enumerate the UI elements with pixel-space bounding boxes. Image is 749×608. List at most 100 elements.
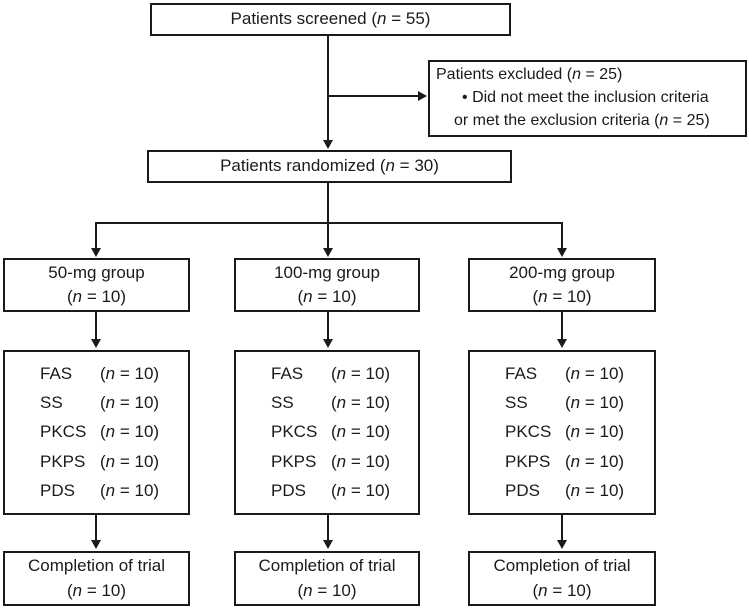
arrowhead-icon: [91, 339, 101, 348]
n-symbol: n: [303, 580, 313, 600]
box-completion-100mg: Completion of trial (n = 10): [234, 551, 420, 606]
n-symbol: n: [105, 422, 116, 442]
n-symbol: n: [72, 580, 83, 600]
analysis-set-label: PKPS: [271, 451, 317, 471]
screened-text: Patients screened (n = 55): [231, 7, 431, 31]
analysis-set-label: PKPS: [40, 451, 86, 471]
n-count: (n = 10): [100, 451, 160, 471]
bullet-icon: •: [462, 89, 468, 107]
n-count: (n = 10): [331, 393, 391, 413]
randomized-text: Patients randomized (n = 30): [220, 154, 439, 178]
excluded-reason-line2: or met the exclusion criteria (n = 25): [454, 111, 710, 129]
n-symbol: n: [336, 393, 347, 413]
analysis-set-row: PKPS (n = 10): [40, 450, 184, 474]
n-count: (n = 10): [297, 580, 357, 600]
arrowhead-icon: [418, 91, 427, 101]
analysis-set-label: SS: [505, 393, 528, 413]
analysis-set-row: FAS (n = 10): [40, 362, 184, 386]
completion-label: Completion of trial: [27, 556, 165, 576]
analysis-set-row: SS (n = 10): [271, 391, 414, 415]
analysis-set-row: FAS (n = 10): [271, 362, 414, 386]
n-count: (n = 10): [100, 393, 160, 413]
n-symbol: n: [572, 66, 581, 84]
arrowhead-icon: [557, 248, 567, 257]
analysis-set-row: PDS (n = 10): [40, 479, 184, 503]
box-completion-200mg: Completion of trial (n = 10): [468, 551, 656, 606]
analysis-set-row: FAS (n = 10): [505, 362, 650, 386]
n-count: (n = 10): [66, 287, 127, 306]
box-patients-randomized: Patients randomized (n = 30): [147, 150, 512, 183]
n-symbol: n: [538, 287, 548, 306]
group-label: 200-mg group: [509, 262, 615, 282]
analysis-set-row: PKPS (n = 10): [271, 450, 414, 474]
n-symbol: n: [385, 156, 395, 176]
analysis-set-label: FAS: [40, 364, 73, 384]
arrowhead-icon: [557, 540, 567, 549]
analysis-set-row: PKCS (n = 10): [40, 420, 184, 444]
n-count: (n = 10): [331, 451, 391, 471]
n-count: (n = 10): [100, 364, 160, 384]
n-count: (n = 25): [654, 111, 710, 129]
excluded-reason-line1: • Did not meet the inclusion criteria: [462, 89, 709, 107]
n-count: (n = 25): [566, 66, 623, 84]
screened-label: Patients screened: [230, 9, 367, 29]
analysis-set-label: PKCS: [505, 422, 552, 442]
n-symbol: n: [303, 287, 313, 306]
excluded-title: Patients excluded (n = 25): [436, 64, 622, 87]
analysis-set-row: PDS (n = 10): [505, 479, 650, 503]
box-group-50mg: 50-mg group (n = 10): [3, 258, 190, 312]
completion-label: Completion of trial: [493, 556, 631, 576]
n-count: (n = 10): [565, 364, 625, 384]
n-count: (n = 55): [371, 9, 431, 29]
box-group-200mg: 200-mg group (n = 10): [468, 258, 656, 312]
box-completion-50mg: Completion of trial (n = 10): [3, 551, 190, 606]
n-symbol: n: [336, 480, 347, 500]
analysis-set-row: SS (n = 10): [40, 391, 184, 415]
completion-label: Completion of trial: [258, 556, 396, 576]
n-count: (n = 10): [532, 580, 592, 600]
arrowhead-icon: [557, 339, 567, 348]
analysis-set-label: FAS: [271, 364, 304, 384]
n-symbol: n: [105, 451, 116, 471]
n-count: (n = 10): [100, 480, 160, 500]
n-count: (n = 10): [331, 422, 391, 442]
analysis-set-label: PKCS: [40, 422, 87, 442]
analysis-set-label: SS: [271, 393, 294, 413]
box-analysis-sets-50mg: FAS (n = 10) SS (n = 10) PKCS (n = 10) P…: [3, 350, 190, 515]
analysis-set-label: PKPS: [505, 451, 551, 471]
analysis-set-label: SS: [40, 393, 63, 413]
n-count: (n = 10): [565, 451, 625, 471]
analysis-set-row: PKCS (n = 10): [505, 420, 650, 444]
box-analysis-sets-200mg: FAS (n = 10) SS (n = 10) PKCS (n = 10) P…: [468, 350, 656, 515]
analysis-set-label: PDS: [40, 480, 75, 500]
n-symbol: n: [659, 111, 669, 129]
n-symbol: n: [105, 393, 116, 413]
randomized-label: Patients randomized: [220, 156, 376, 176]
arrowhead-icon: [323, 248, 333, 257]
analysis-set-row: PKCS (n = 10): [271, 420, 414, 444]
n-symbol: n: [570, 364, 581, 384]
arrowhead-icon: [91, 540, 101, 549]
analysis-set-row: SS (n = 10): [505, 391, 650, 415]
arrowhead-icon: [323, 540, 333, 549]
analysis-set-row: PDS (n = 10): [271, 479, 414, 503]
n-count: (n = 10): [565, 480, 625, 500]
n-count: (n = 10): [331, 480, 391, 500]
n-count: (n = 30): [379, 156, 439, 176]
n-count: (n = 10): [565, 422, 625, 442]
n-symbol: n: [336, 422, 347, 442]
n-symbol: n: [336, 364, 347, 384]
n-symbol: n: [570, 422, 581, 442]
n-symbol: n: [570, 451, 581, 471]
n-symbol: n: [72, 287, 83, 306]
n-count: (n = 10): [532, 287, 592, 306]
arrowhead-icon: [323, 339, 333, 348]
n-count: (n = 10): [565, 393, 625, 413]
analysis-set-row: PKPS (n = 10): [505, 450, 650, 474]
n-count: (n = 10): [66, 580, 127, 600]
n-symbol: n: [570, 393, 581, 413]
n-count: (n = 10): [331, 364, 391, 384]
n-symbol: n: [105, 364, 116, 384]
